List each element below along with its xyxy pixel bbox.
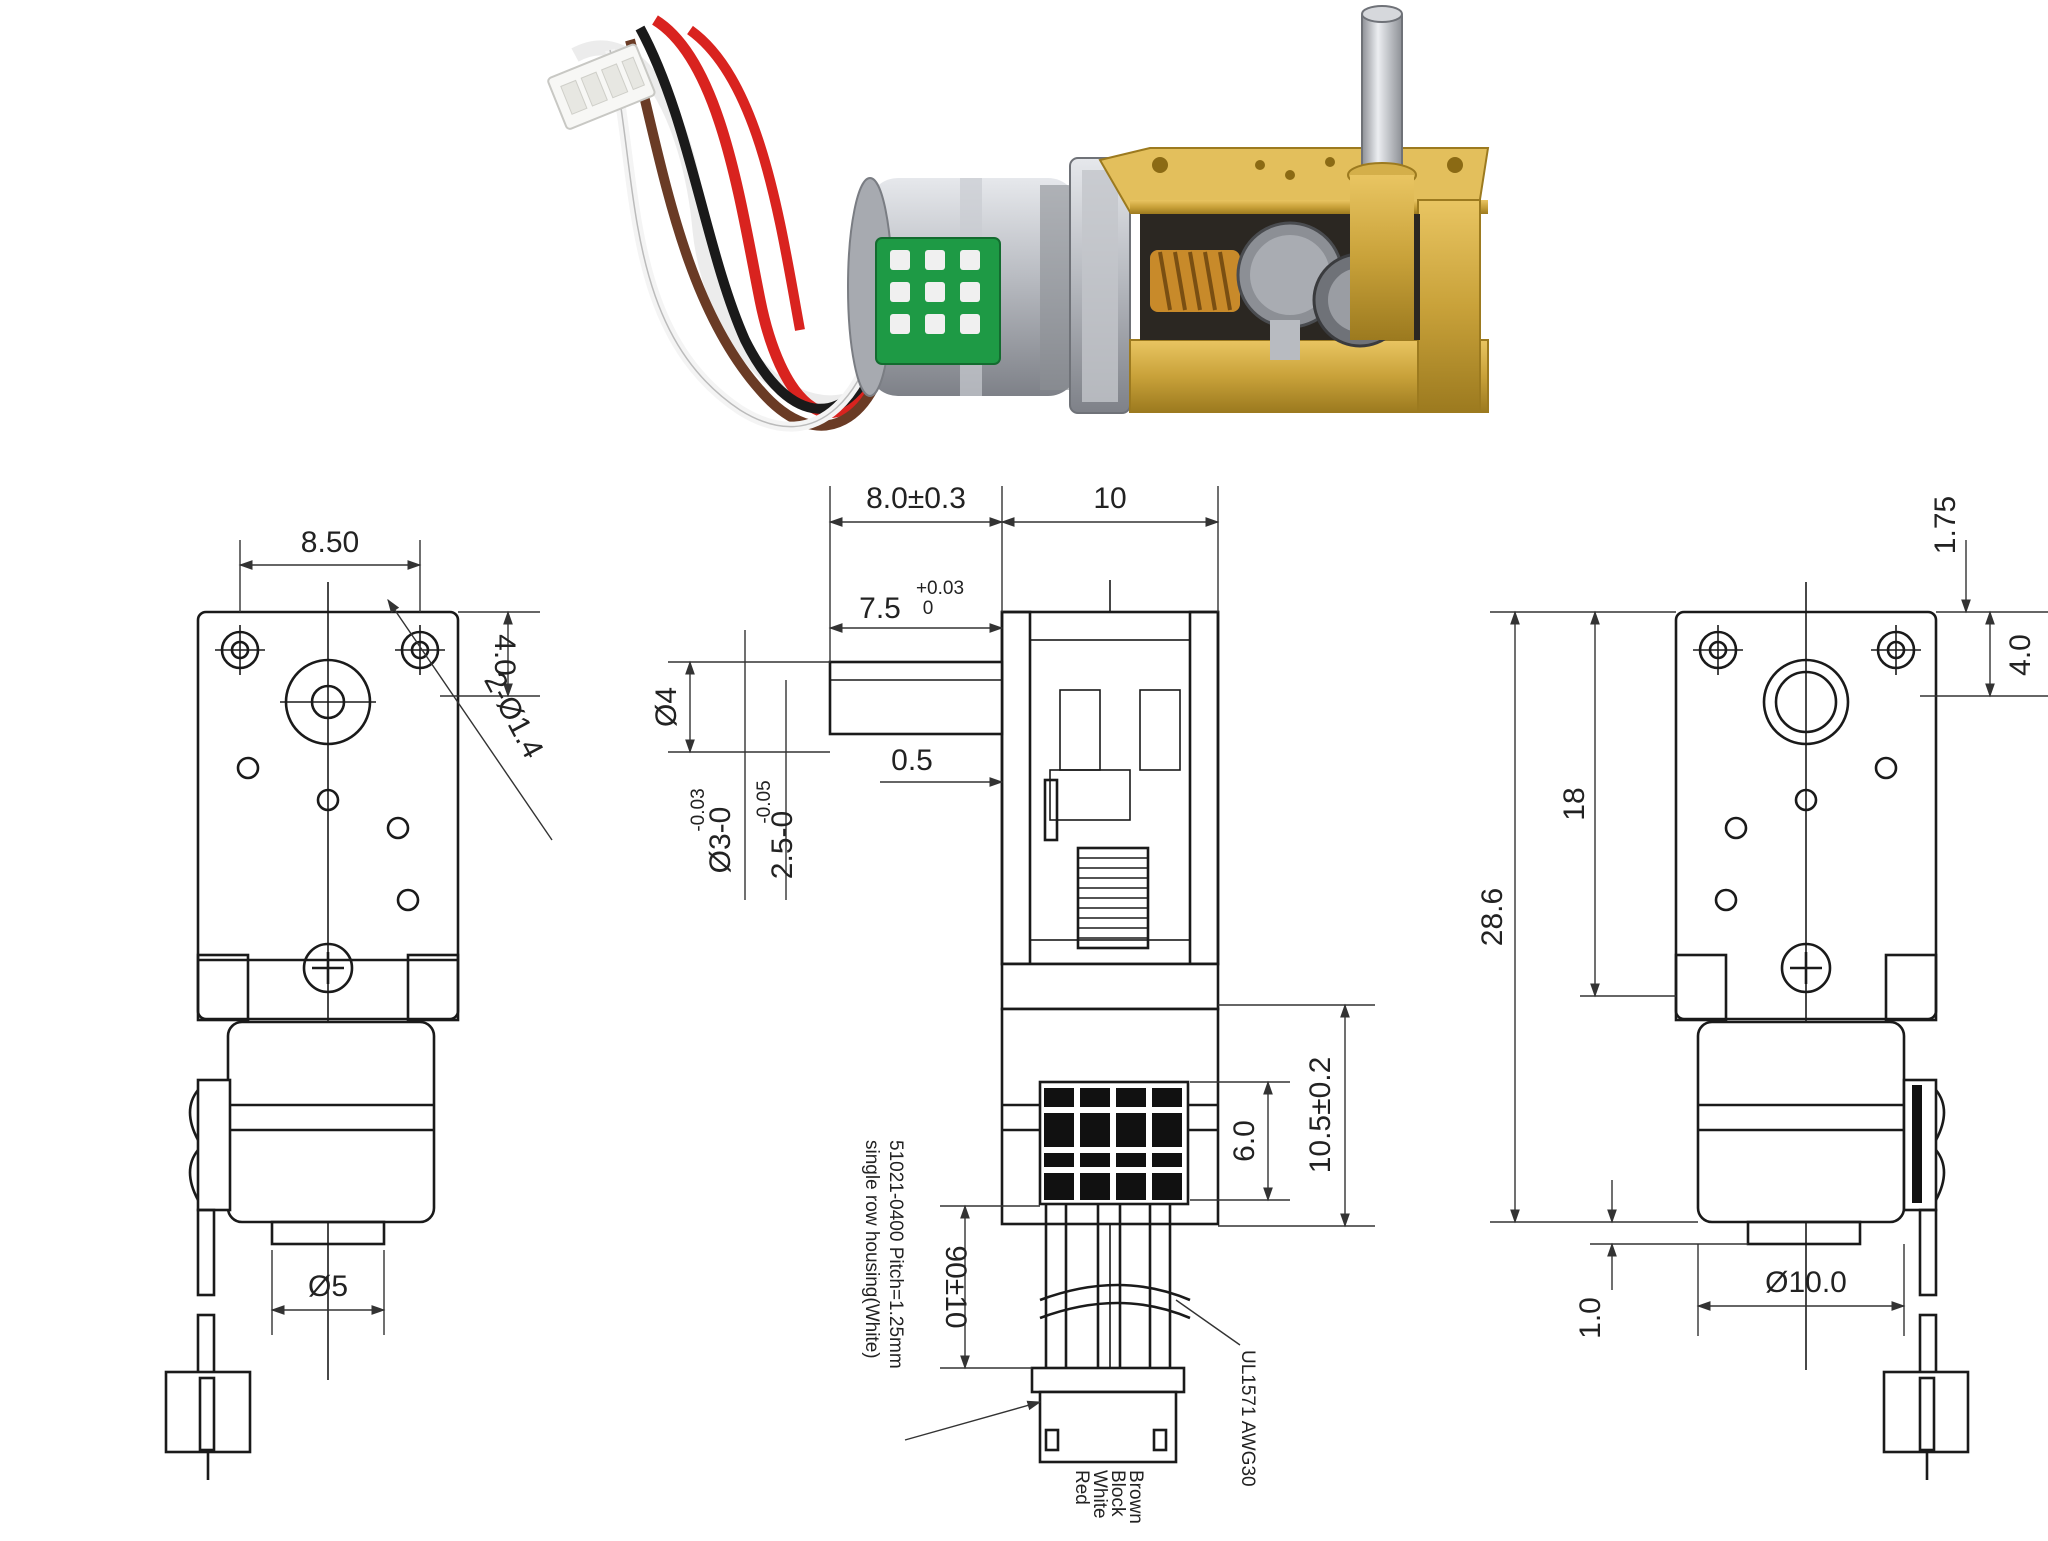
dim-center-d4: Ø4: [650, 687, 683, 727]
brass-gearbox: [1098, 5, 1490, 413]
center-wire-leads: [1039, 1205, 1191, 1370]
wire-connector: [547, 43, 656, 130]
note-housing-line1: 51021-0400 Pitch=1.25mm: [885, 1140, 906, 1369]
wire-color-3: Red: [1071, 1470, 1092, 1505]
dim-center-motor-h: 10.5±0.2: [1304, 1057, 1337, 1174]
motor-flange: [1069, 157, 1131, 414]
dim-center-a: 8.0±0.3: [866, 482, 966, 515]
dim-center-shaft-d-tol: -0.03: [688, 788, 709, 831]
center-output-shaft: [828, 660, 1004, 736]
wire-color-0: Brown: [1125, 1470, 1146, 1524]
left-view: 8.50 4.0 2-Ø1.4 Ø5: [164, 526, 553, 1480]
right-mount-holes: [1693, 625, 1921, 675]
dim-center-flat-tol: -0.05: [754, 780, 775, 823]
dim-center-connector-h: 6.0: [1228, 1120, 1261, 1162]
wire-color-2: White: [1089, 1470, 1110, 1519]
right-view: 4.0 1.75 18 28.6 1.0 Ø10.0: [1476, 496, 2048, 1480]
center-view: 8.0±0.3 10 7.5 +0.03 0 Ø4 0.5 Ø3-0 -0.03…: [650, 482, 1375, 1524]
output-shaft: [1347, 5, 1417, 340]
note-housing-line2: single row housing(White): [861, 1140, 882, 1359]
dim-center-shaft-tol-lower: 0: [923, 598, 934, 619]
worm-gear: [1150, 250, 1240, 312]
dim-right-pitch: 4.0: [2004, 634, 2037, 676]
dim-center-flat: 2.5-0: [766, 811, 799, 879]
dim-left-holes: 2-Ø1.4: [477, 667, 549, 763]
right-dimensions: 4.0 1.75 18 28.6 1.0 Ø10.0: [1476, 496, 2048, 1339]
dim-center-shaft-tol-upper: +0.03: [916, 578, 964, 599]
dim-right-total: 28.6: [1476, 888, 1509, 946]
pcb-board: [875, 237, 1001, 365]
center-gearbox-outline: [1000, 610, 1220, 966]
center-connector-pads: [1038, 1080, 1190, 1206]
dim-center-gap: 0.5: [891, 744, 933, 777]
dim-right-inner: 18: [1558, 787, 1591, 820]
wire-color-1: Block: [1107, 1470, 1128, 1517]
dim-center-shaft-d: Ø3-0: [704, 807, 737, 874]
dim-right-bottom: 1.0: [1574, 1297, 1607, 1339]
center-notes: 51021-0400 Pitch=1.25mm single row housi…: [861, 1140, 1258, 1524]
dim-right-can: Ø10.0: [1765, 1266, 1847, 1299]
left-screw: [302, 942, 354, 994]
note-cable: UL1571 AWG30: [1237, 1350, 1258, 1487]
dim-left-pitch: 4.0: [488, 634, 521, 676]
left-mount-holes: [215, 625, 445, 675]
dim-left-width: 8.50: [301, 526, 359, 559]
product-photo: [547, 5, 1490, 432]
dim-center-b: 10: [1093, 482, 1126, 515]
left-motor-can: [226, 1020, 436, 1224]
center-housing: [1030, 1366, 1186, 1464]
center-dimensions: 8.0±0.3 10 7.5 +0.03 0 Ø4 0.5 Ø3-0 -0.03…: [650, 482, 1375, 1370]
dim-left-boss: Ø5: [308, 1270, 348, 1303]
dim-right-top: 1.75: [1929, 496, 1962, 554]
dim-center-shaft-len: 7.5: [859, 592, 901, 625]
dim-center-wire-len: 90±10: [939, 1245, 972, 1328]
center-worm: [1076, 846, 1150, 950]
right-motor-can: [1696, 1020, 1906, 1224]
